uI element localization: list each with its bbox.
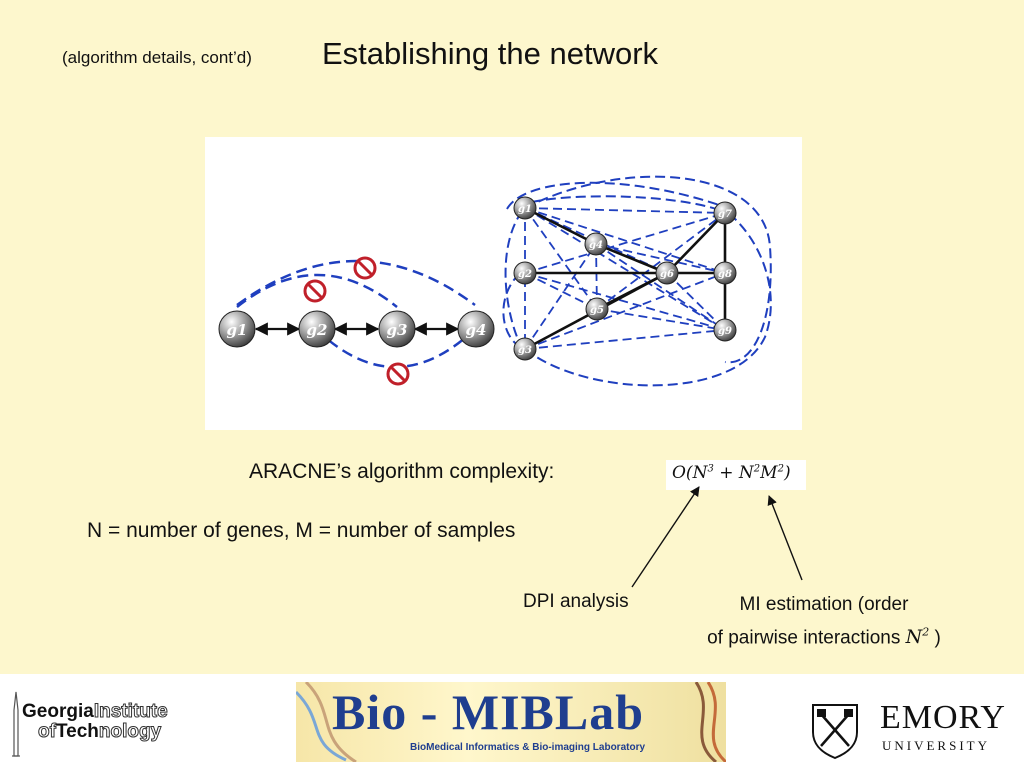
emory-logo: EMORY UNIVERSITY (808, 700, 1013, 760)
right-node-g1: g1 (513, 196, 537, 220)
right-node-g9-label: g9 (718, 326, 732, 337)
mi-note-close: ) (929, 627, 941, 649)
mi-arrow (767, 495, 803, 581)
right-node-g5-label: g5 (590, 305, 604, 316)
bio-miblab-title: Bio - MIBLab (332, 684, 645, 740)
network-diagram-svg: g1 g2 g3 g4 (218, 175, 772, 387)
right-node-g4: g4 (584, 232, 608, 256)
right-node-g7-label: g7 (718, 209, 732, 220)
gt-word: nology (98, 721, 162, 742)
complexity-formula-box: O(N3 + N2M2) (666, 460, 806, 490)
left-node-4-label: g4 (466, 321, 487, 339)
formula-part: M (760, 463, 778, 483)
dna-helix-icon (296, 682, 726, 762)
right-node-g2-label: g2 (518, 269, 532, 280)
formula-exponent: 2 (777, 463, 784, 475)
formula-part: O(N (672, 463, 708, 483)
mi-note-variable: N2 (906, 626, 930, 648)
right-node-g8: g8 (713, 261, 737, 285)
right-node-g9: g9 (713, 318, 737, 342)
bio-miblab-subtitle: BioMedical Informatics & Bio-imaging Lab… (410, 742, 646, 753)
mi-note-line-1: MI estimation (order (739, 594, 909, 615)
mi-note: MI estimation (order of pairwise interac… (690, 591, 958, 652)
right-node-g2: g2 (513, 261, 537, 285)
right-node-g8-label: g8 (718, 269, 732, 280)
left-node-3-label: g3 (387, 321, 408, 339)
variable-definition: N = number of genes, M = number of sampl… (87, 519, 516, 542)
formula-part: + N (713, 463, 754, 483)
emory-sub: UNIVERSITY (882, 738, 990, 753)
right-node-g7: g7 (713, 201, 737, 225)
left-node-2-label: g2 (307, 321, 328, 339)
right-node-g3-label: g3 (518, 345, 532, 356)
gt-word: Tech (55, 721, 99, 742)
right-node-g4-label: g4 (589, 240, 603, 251)
right-node-g6: g6 (655, 261, 679, 285)
emory-name: EMORY (880, 699, 1006, 736)
formula-exponent: 3 (707, 463, 714, 475)
left-node-2: g2 (298, 310, 336, 348)
right-node-g1-label: g1 (518, 204, 532, 215)
bio-miblab-logo: Bio - MIBLab BioMedical Informatics & Bi… (296, 682, 726, 762)
right-node-g3: g3 (513, 337, 537, 361)
left-node-3: g3 (378, 310, 416, 348)
formula-part: ) (783, 463, 791, 483)
emory-shield-icon (812, 704, 858, 760)
right-node-g6-label: g6 (660, 269, 674, 280)
complexity-label: ARACNE’s algorithm complexity: (249, 460, 555, 483)
slide-subtitle: (algorithm details, cont’d) (62, 48, 252, 67)
left-node-1: g1 (218, 310, 256, 348)
dpi-arrow (631, 486, 700, 588)
left-node-1-label: g1 (227, 321, 248, 339)
gt-word: Institute (93, 701, 168, 722)
mi-note-text: of pairwise interactions (707, 627, 906, 649)
complexity-formula: O(N3 + N2M2) (672, 463, 791, 483)
mi-note-exponent: 2 (922, 626, 930, 639)
gt-word: of (38, 721, 57, 742)
mi-note-line-2: of pairwise interactions N2 ) (690, 619, 958, 652)
georgia-tech-logo: GeorgiaInstitute ofTechnology (6, 690, 221, 760)
mi-note-var: N (905, 626, 923, 649)
dpi-note: DPI analysis (523, 591, 629, 612)
georgia-tech-wordmark: GeorgiaInstitute ofTechnology (22, 701, 168, 742)
right-node-g5: g5 (585, 297, 609, 321)
gt-word: Georgia (22, 701, 94, 722)
left-node-4: g4 (457, 310, 495, 348)
formula-exponent: 2 (753, 463, 761, 475)
georgia-tech-tower-icon (12, 691, 20, 757)
slide-title: Establishing the network (322, 36, 659, 71)
network-diagram: g1 g2 g3 g4 (205, 137, 802, 430)
